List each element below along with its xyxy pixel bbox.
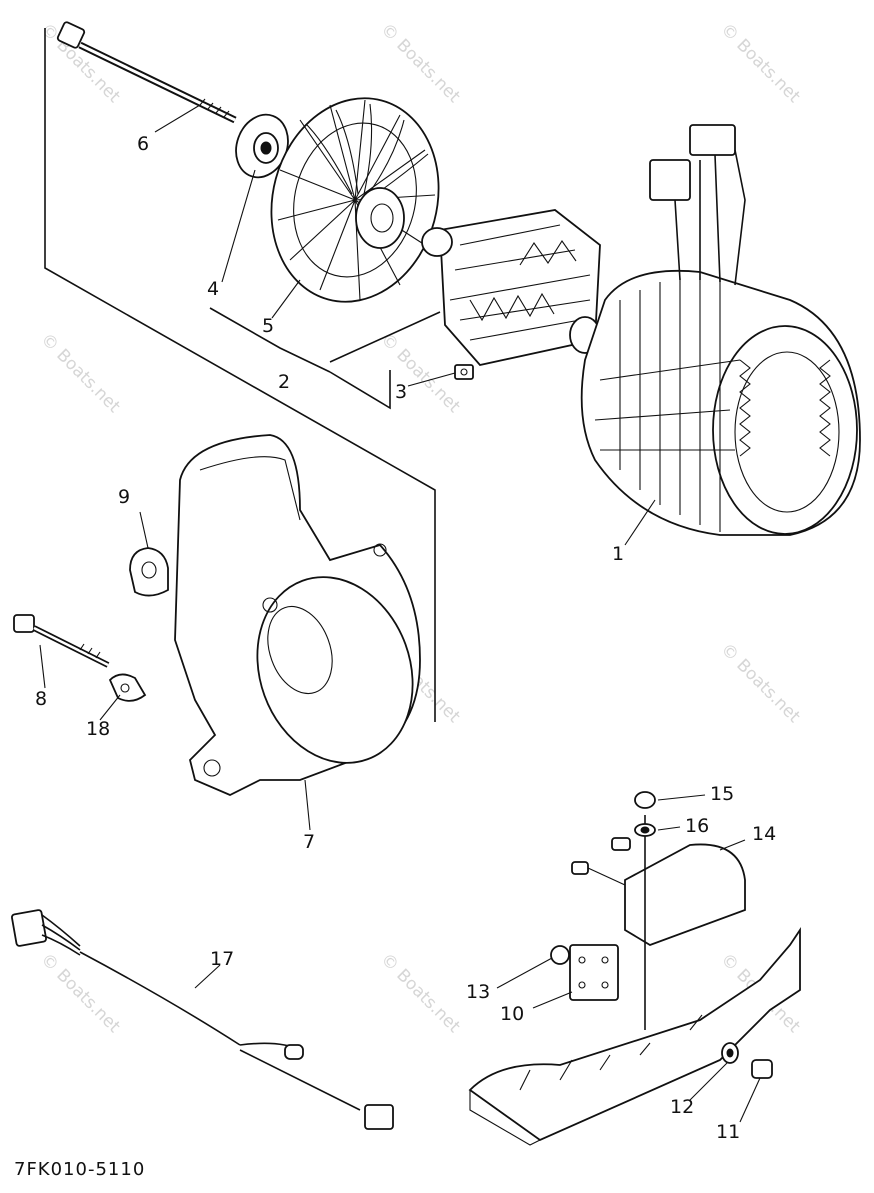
rotor [421,209,601,366]
label-part-6: 6 [137,133,149,155]
label-part-17: 17 [210,948,234,970]
label-part-16: 16 [685,815,709,837]
cover-bolt [13,614,110,668]
label-part-15: 15 [710,783,734,805]
watermark: © Boats.net [716,19,804,107]
label-part-9: 9 [118,486,130,508]
label-part-4: 4 [207,278,219,300]
fan-cover [174,434,421,796]
assembly-frame-lines [44,28,441,722]
grommet [129,547,169,597]
label-part-14: 14 [752,823,776,845]
stator-connector [649,124,746,286]
bearing [235,113,289,179]
watermark: © Boats.net [36,329,124,417]
label-part-10: 10 [500,1003,524,1025]
label-part-3: 3 [395,381,407,403]
diagram-code: 7FK010-5110 [14,1159,145,1180]
cable-clamp [108,673,147,702]
label-part-11: 11 [716,1121,740,1143]
part-labels: 1 2 3 4 5 6 7 8 9 10 11 12 13 14 15 16 1… [35,133,776,1143]
through-bolt [56,21,237,124]
watermark: © Boats.net [376,949,464,1037]
watermark: © Boats.net [376,19,464,107]
leader-lines [39,104,761,1123]
watermark: © Boats.net [36,949,124,1037]
label-part-12: 12 [670,1096,694,1118]
label-part-13: 13 [466,981,490,1003]
cooling-fan [270,97,440,303]
label-part-8: 8 [35,688,47,710]
label-part-5: 5 [262,315,274,337]
label-part-18: 18 [86,718,110,740]
wire-harness [11,909,394,1130]
label-part-7: 7 [303,831,315,853]
label-part-2: 2 [278,371,290,393]
control-box [468,791,801,1146]
stator [580,269,861,536]
watermark: © Boats.net [716,639,804,727]
rotor-clip [454,364,474,380]
label-part-1: 1 [612,543,624,565]
